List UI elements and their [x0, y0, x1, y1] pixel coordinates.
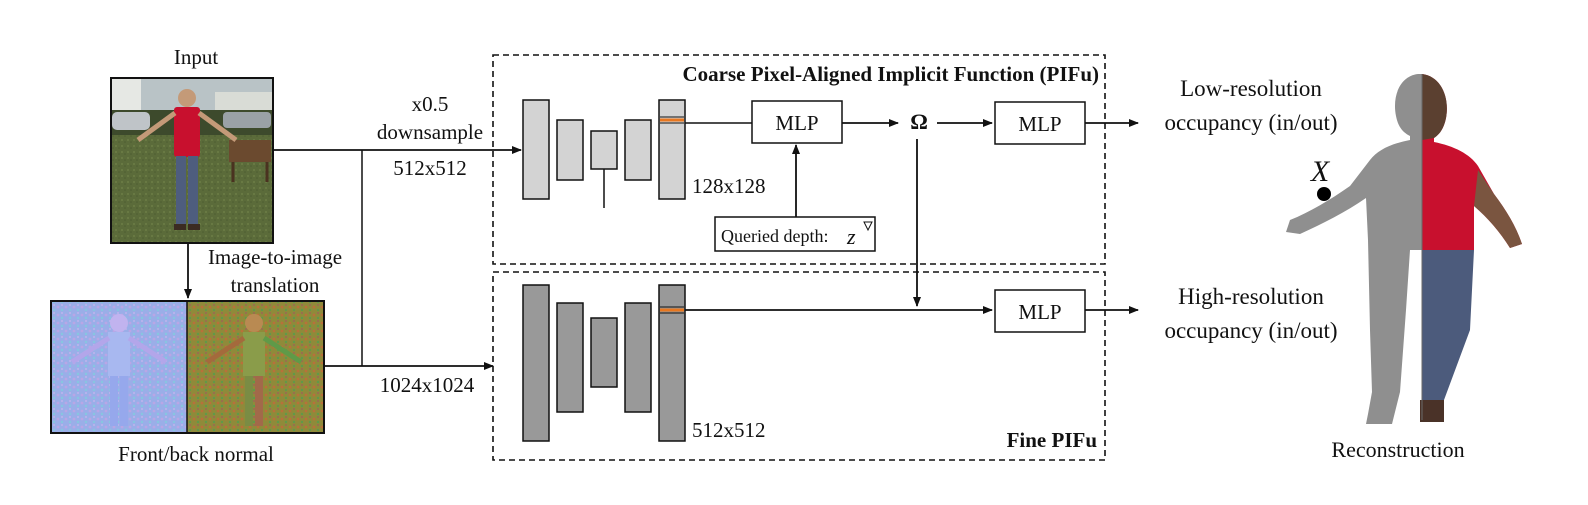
coarse-block-3	[590, 130, 618, 170]
queried-depth-box	[714, 216, 876, 252]
fine-pifu-box	[492, 271, 1106, 461]
fine-input-size: 1024x1024	[380, 373, 475, 397]
low-res-output-line2: occupancy (in/out)	[1164, 110, 1337, 135]
coarse-encoder	[522, 99, 686, 208]
translation-label-line1: Image-to-image	[208, 245, 342, 269]
coarse-block-5	[658, 99, 686, 200]
reconstruction-label: Reconstruction	[1331, 437, 1464, 462]
fine-block-2	[556, 302, 584, 413]
translation-label-line2: translation	[231, 273, 320, 297]
fine-block-4	[624, 302, 652, 413]
coarse-feature-size: 128x128	[692, 174, 766, 198]
front-normal-map	[51, 301, 187, 433]
coarse-block-4	[624, 119, 652, 181]
nabla-icon	[863, 221, 873, 232]
omega-symbol: Ω	[910, 109, 928, 134]
reconstruction-figure	[1286, 74, 1522, 424]
fine-mlp-box	[994, 289, 1086, 333]
fine-feature-size: 512x512	[692, 418, 766, 442]
coarse-pifu-title: Coarse Pixel-Aligned Implicit Function (…	[683, 62, 1099, 86]
fine-block-3	[590, 317, 618, 388]
low-res-mlp-label: MLP	[1018, 112, 1061, 136]
low-res-mlp-box	[994, 101, 1086, 145]
fine-block-5	[658, 284, 686, 442]
downsample-line1: x0.5	[412, 92, 449, 116]
query-point	[1317, 187, 1331, 201]
fine-encoder	[522, 284, 686, 442]
low-res-output-line1: Low-resolution	[1180, 76, 1322, 101]
fine-mlp-label: MLP	[1018, 300, 1061, 324]
fine-pifu-title: Fine PIFu	[1007, 428, 1098, 452]
coarse-pifu-box	[492, 54, 1106, 265]
back-normal-map	[187, 301, 324, 433]
input-photo	[111, 78, 273, 243]
query-point-label: X	[1310, 155, 1331, 188]
input-label: Input	[174, 45, 218, 69]
downsample-line2: downsample	[377, 120, 483, 144]
coarse-block-2	[556, 119, 584, 181]
high-res-output-line2: occupancy (in/out)	[1164, 318, 1337, 343]
queried-depth-symbol: z	[846, 224, 856, 249]
normals-label: Front/back normal	[118, 442, 274, 466]
coarse-input-size: 512x512	[393, 156, 467, 180]
input-photo-frame	[110, 77, 274, 244]
fine-block-1	[522, 284, 550, 442]
coarse-mlp-box	[751, 100, 843, 144]
coarse-block-1	[522, 99, 550, 200]
coarse-mlp-label: MLP	[775, 111, 818, 135]
queried-depth-label: Queried depth:	[721, 226, 828, 246]
high-res-output-line1: High-resolution	[1178, 284, 1324, 309]
